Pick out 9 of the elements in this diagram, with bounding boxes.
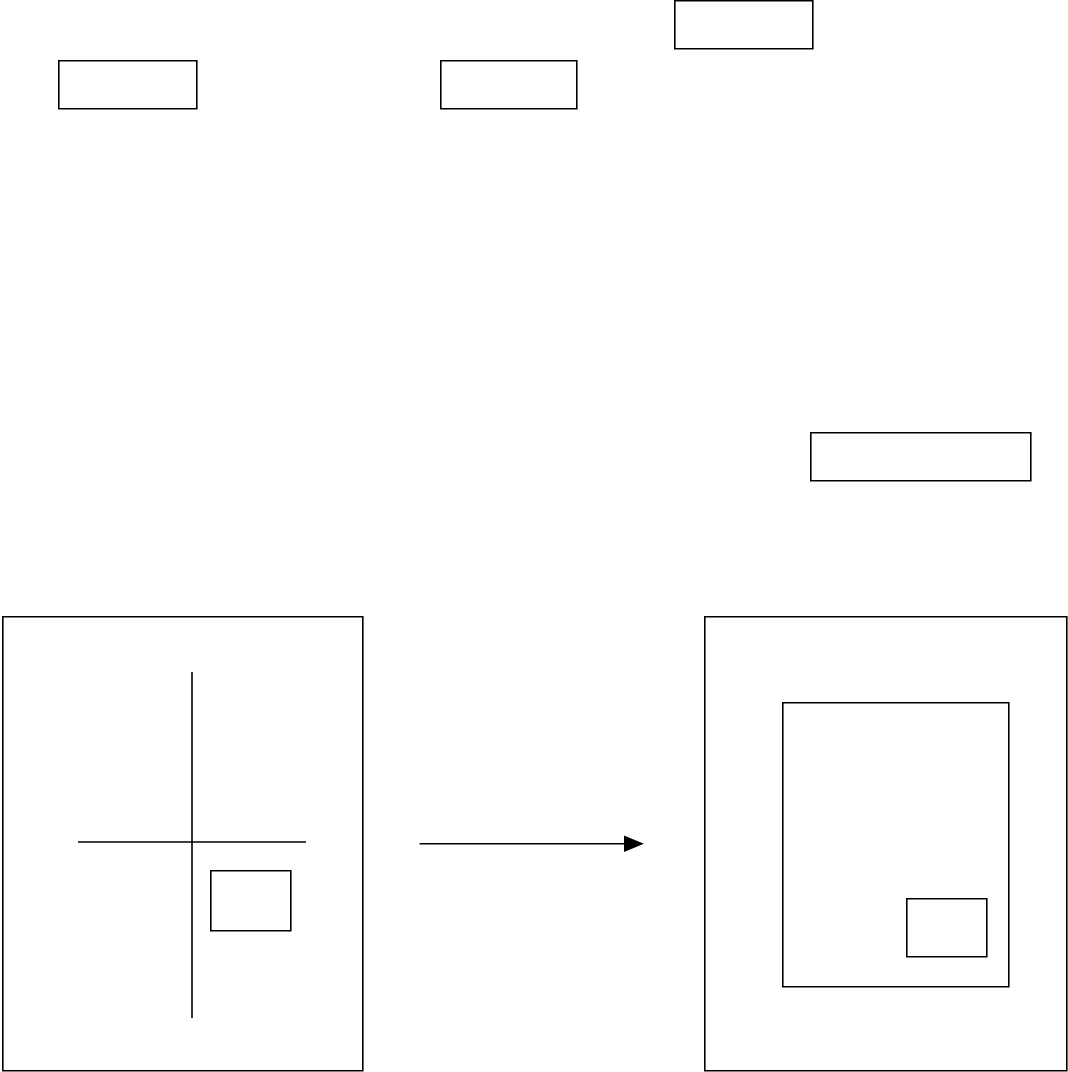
empty-box: [674, 0, 814, 50]
inner-box: [782, 702, 1010, 988]
frame-box: [704, 616, 1068, 1072]
empty-box: [210, 870, 292, 932]
empty-box: [58, 60, 198, 110]
empty-box: [906, 898, 988, 958]
empty-box: [440, 60, 578, 110]
empty-box: [810, 432, 1032, 482]
frame-box: [2, 616, 364, 1072]
